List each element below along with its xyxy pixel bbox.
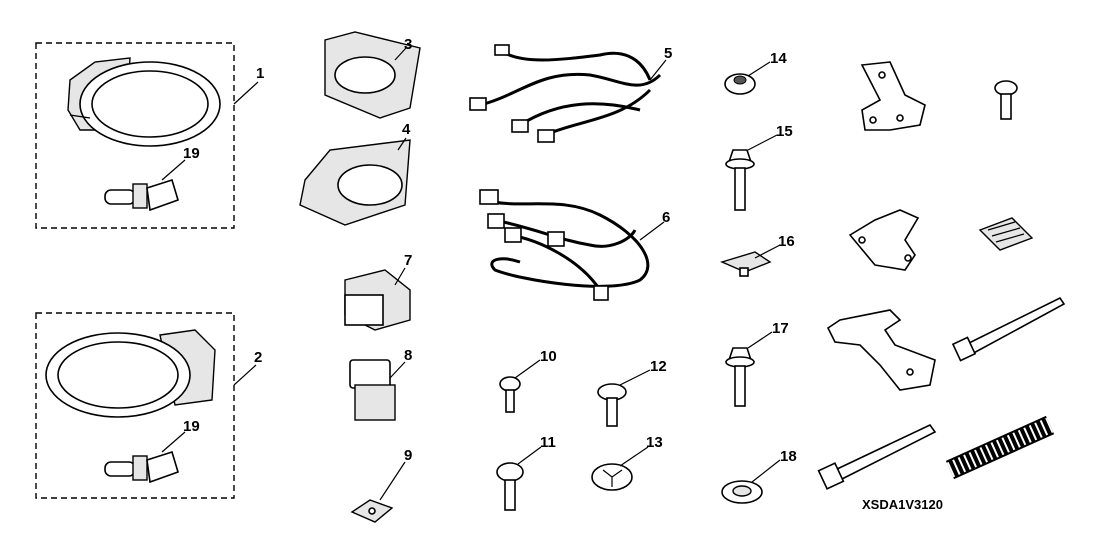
label-17: 17	[772, 320, 789, 337]
label-12: 12	[650, 358, 667, 375]
fog-light-2-group: 2 19	[35, 312, 262, 499]
switch-7: 7	[344, 252, 412, 331]
bracket-lower	[826, 309, 936, 391]
bolt-15: 15	[725, 123, 793, 211]
bulb-19a	[104, 178, 179, 212]
wire-harness-6: 6	[479, 189, 670, 301]
label-18: 18	[780, 448, 797, 465]
label-10: 10	[540, 348, 557, 365]
relay-8: 8	[349, 347, 412, 421]
fog-light-housing-left	[45, 329, 216, 418]
bezel-3: 3	[324, 31, 421, 119]
leader-1	[233, 81, 259, 105]
label-2: 2	[254, 349, 262, 366]
bulb-19b	[104, 450, 179, 484]
label-13: 13	[646, 434, 663, 451]
bracket-upper	[860, 61, 926, 131]
nut-14: 14	[724, 50, 787, 95]
bracket-middle	[848, 209, 920, 271]
fog-light-housing-right	[67, 57, 221, 147]
label-11: 11	[540, 434, 556, 451]
label-3: 3	[404, 36, 412, 53]
bolt-17: 17	[725, 320, 789, 407]
label-19a: 19	[183, 145, 200, 162]
label-8: 8	[404, 347, 412, 364]
leader-19a	[161, 159, 186, 181]
nut-clip-9: 9	[350, 447, 412, 523]
fuse-16: 16	[719, 233, 795, 277]
label-15: 15	[776, 123, 793, 140]
washer-18: 18	[721, 448, 797, 504]
diagram-code: XSDA1V3120	[862, 497, 943, 512]
corrugated-tube	[945, 415, 1055, 480]
leader-2	[233, 364, 257, 386]
label-1: 1	[256, 65, 264, 82]
bezel-4: 4	[299, 121, 411, 226]
screw-11: 11	[496, 434, 556, 511]
assembly-box-2	[35, 312, 235, 499]
adhesive-pad	[978, 217, 1034, 251]
label-9: 9	[404, 447, 412, 464]
label-14: 14	[770, 50, 787, 67]
label-7: 7	[404, 252, 412, 269]
assembly-box-1	[35, 42, 235, 229]
grommet-13: 13	[591, 434, 663, 491]
cable-tie-upper	[951, 296, 1066, 362]
label-16: 16	[778, 233, 795, 250]
screw-12: 12	[597, 358, 667, 427]
cable-tie-lower	[817, 423, 937, 490]
wire-harness-5: 5	[469, 44, 672, 143]
label-19b: 19	[183, 418, 200, 435]
screw-small	[994, 80, 1018, 120]
label-6: 6	[662, 209, 670, 226]
leader-19b	[161, 431, 186, 453]
label-4: 4	[402, 121, 411, 138]
fog-light-1-group: 1 19	[35, 42, 264, 229]
screw-10: 10	[499, 348, 557, 413]
label-5: 5	[664, 45, 672, 62]
